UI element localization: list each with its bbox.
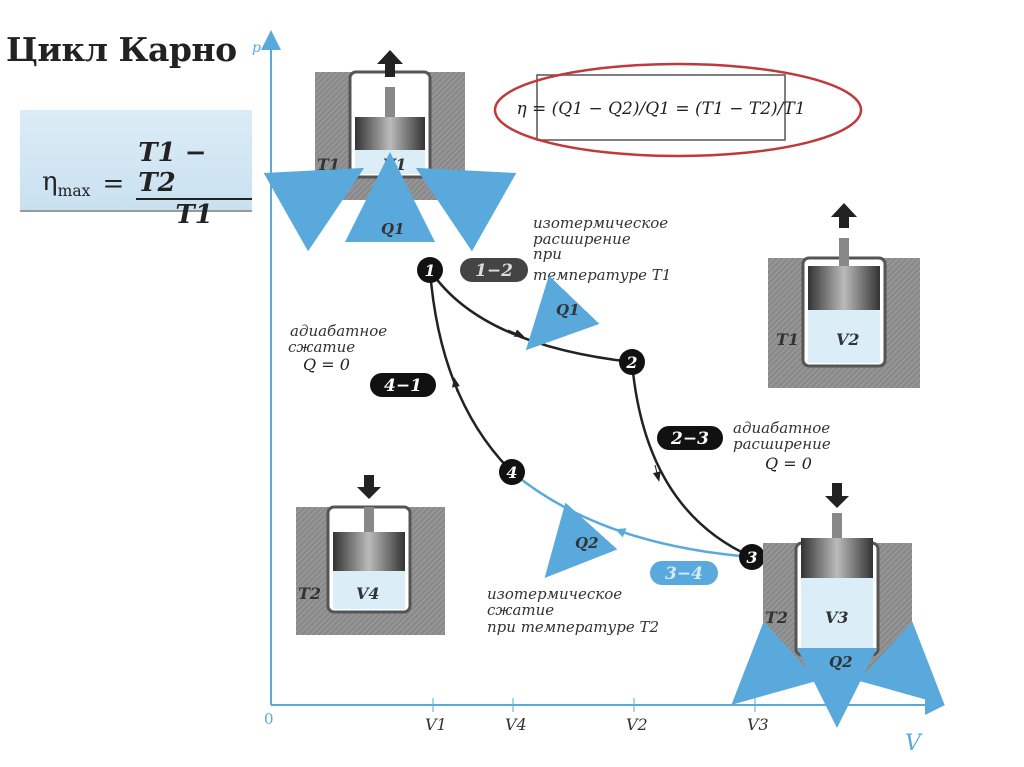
- curve-4-1: [428, 269, 513, 473]
- point-3: 3: [739, 544, 765, 570]
- curve-3-4: [511, 471, 753, 559]
- label-1-2: изотермическое расширение при температур…: [533, 214, 671, 284]
- origin-label: 0: [264, 710, 274, 728]
- eta-sub: max: [57, 182, 91, 201]
- svg-text:T2: T2: [298, 584, 321, 603]
- efficiency-formula: η = (Q1 − Q2)/Q1 = (T1 − T2)/T1: [493, 62, 863, 158]
- fraction: T1 − T2 T1: [136, 138, 252, 230]
- svg-text:η = (Q1 − Q2)/Q1 = (T1 − T2)/T: η = (Q1 − Q2)/Q1 = (T1 − T2)/T1: [516, 99, 805, 119]
- curve-1-2: [428, 269, 633, 364]
- svg-text:V3: V3: [825, 608, 849, 627]
- tick-label-v3: V3: [747, 715, 769, 734]
- svg-text:T1: T1: [317, 155, 340, 174]
- cylinder-1: T1 V1 Q1: [263, 50, 517, 252]
- svg-text:2−3: 2−3: [670, 429, 709, 449]
- x-ticks: V1 V4 V2 V3: [425, 698, 769, 734]
- svg-text:сжатие: сжатие: [487, 601, 554, 619]
- badge-1-2: 1−2: [460, 258, 528, 282]
- svg-text:2: 2: [625, 353, 637, 372]
- svg-text:при: при: [533, 245, 562, 263]
- svg-text:V1: V1: [383, 155, 407, 174]
- badge-2-3: 2−3: [657, 426, 723, 450]
- svg-text:Q = 0: Q = 0: [765, 454, 812, 473]
- v-axis-label: V: [905, 731, 923, 756]
- label-4-1: адиабатное сжатие Q = 0: [288, 322, 387, 374]
- cylinder-3: T2 V4: [296, 475, 445, 635]
- svg-text:расширение: расширение: [533, 230, 631, 248]
- numerator: T1 − T2: [136, 138, 252, 200]
- point-1: 1: [417, 257, 443, 283]
- equals: =: [102, 169, 125, 199]
- svg-text:V2: V2: [836, 330, 860, 349]
- point-4: 4: [499, 459, 525, 485]
- svg-text:4: 4: [506, 463, 517, 482]
- tick-label-v4: V4: [505, 715, 527, 734]
- svg-text:T1: T1: [776, 330, 799, 349]
- svg-text:T2: T2: [765, 608, 788, 627]
- svg-text:3−4: 3−4: [665, 564, 703, 584]
- label-3-4: изотермическое сжатие при температуре T2: [487, 585, 659, 636]
- svg-text:1: 1: [424, 261, 435, 280]
- highlight-ellipse: [493, 62, 863, 158]
- svg-text:изотермическое: изотермическое: [487, 585, 622, 603]
- svg-text:температуре T1: температуре T1: [533, 266, 671, 284]
- point-2: 2: [619, 349, 645, 375]
- svg-text:при температуре T2: при температуре T2: [487, 618, 659, 636]
- max-efficiency-box: ηmax = T1 − T2 T1: [20, 110, 252, 230]
- svg-text:расширение: расширение: [733, 435, 831, 453]
- heat-out-arrow-q2: Q2: [544, 502, 618, 579]
- max-efficiency-formula: ηmax = T1 − T2 T1: [42, 138, 252, 230]
- heat-in-arrow-q1: Q1: [525, 275, 600, 351]
- tick-label-v1: V1: [425, 715, 447, 734]
- p-axis-label: p: [252, 40, 261, 56]
- eta: η: [42, 167, 58, 198]
- svg-text:Q1: Q1: [556, 301, 580, 319]
- arrow-4-1: [452, 377, 460, 393]
- svg-text:Q = 0: Q = 0: [303, 355, 350, 374]
- svg-text:1−2: 1−2: [475, 261, 513, 281]
- svg-text:изотермическое: изотермическое: [533, 214, 668, 232]
- svg-text:V4: V4: [356, 584, 380, 603]
- svg-text:Q1: Q1: [381, 220, 405, 238]
- badge-4-1: 4−1: [370, 373, 436, 397]
- arrow-1-2: [507, 329, 525, 337]
- cylinder-2: T1 V2: [768, 203, 920, 388]
- tick-label-v2: V2: [626, 715, 648, 734]
- badge-3-4: 3−4: [650, 561, 718, 585]
- cylinder-4: T2 V3 Q2: [731, 483, 945, 728]
- arrow-2-3: [652, 464, 661, 482]
- label-2-3: адиабатное расширение Q = 0: [733, 419, 831, 473]
- svg-text:адиабатное: адиабатное: [733, 419, 830, 437]
- svg-text:3: 3: [746, 548, 757, 567]
- curve-2-3: [630, 361, 753, 559]
- svg-text:адиабатное: адиабатное: [290, 322, 387, 340]
- svg-text:4−1: 4−1: [384, 376, 422, 396]
- svg-text:Q2: Q2: [575, 534, 599, 552]
- denominator: T1: [175, 200, 213, 230]
- svg-text:Q2: Q2: [829, 653, 853, 671]
- slide-title: Цикл Карно: [6, 30, 237, 69]
- arrow-3-4: [615, 528, 631, 538]
- svg-text:сжатие: сжатие: [288, 338, 355, 356]
